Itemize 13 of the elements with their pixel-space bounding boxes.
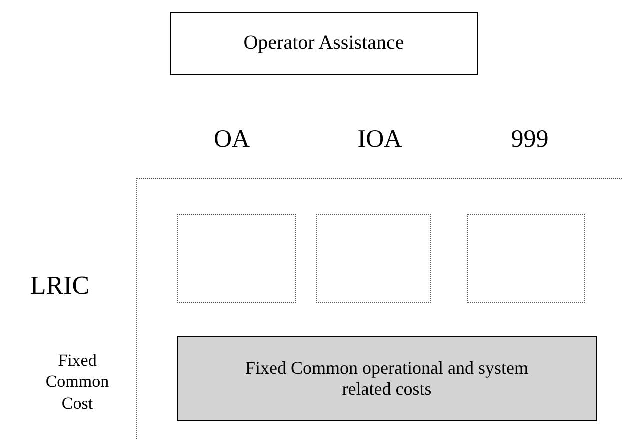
cost-box [177, 336, 597, 421]
empty-box [177, 214, 296, 303]
column-label: OA [212, 125, 252, 155]
node-text: Operator Assistance [244, 32, 404, 55]
dotted-region [136, 178, 622, 439]
row-label: Fixed Common Cost [44, 350, 110, 414]
column-label: IOA [356, 125, 404, 155]
empty-box [467, 214, 585, 303]
node-text: Fixed Common operational and system related costs [244, 358, 530, 400]
row-label: LRIC [29, 270, 91, 302]
empty-box [316, 214, 431, 303]
title-box [170, 12, 478, 75]
column-label: 999 [510, 125, 550, 155]
